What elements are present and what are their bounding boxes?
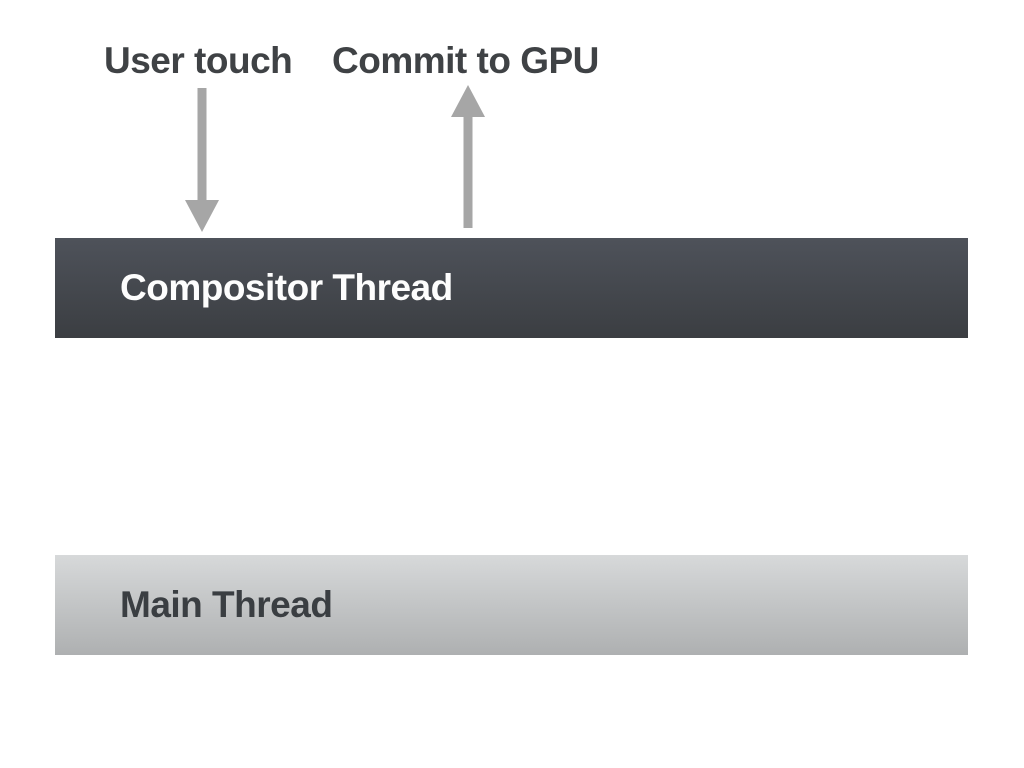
arrow-up-icon	[451, 85, 485, 228]
compositor-thread-label: Compositor Thread	[120, 267, 453, 308]
user-touch-label: User touch	[104, 40, 293, 81]
commit-to-gpu-label: Commit to GPU	[332, 40, 599, 81]
main-thread-bar: Main Thread	[55, 555, 968, 655]
arrow-down-icon	[185, 88, 219, 232]
compositor-thread-bar: Compositor Thread	[55, 238, 968, 338]
main-thread-label: Main Thread	[120, 584, 333, 625]
